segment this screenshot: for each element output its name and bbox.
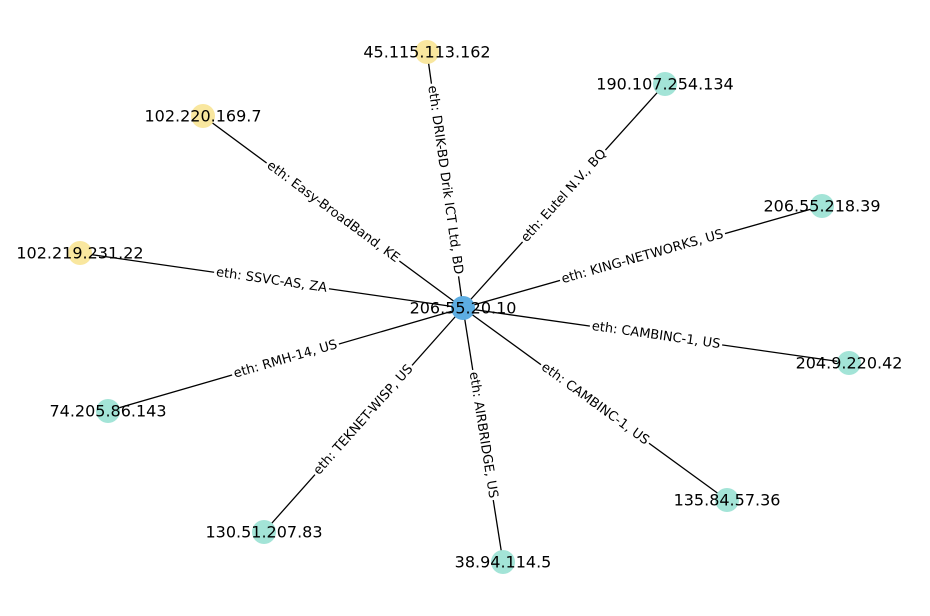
edge-label: eth: KING-NETWORKS, US: [560, 227, 725, 287]
edge-labels-layer: eth: DRIK-BD Drik ICT Ltd, BD eth: Eutel …: [212, 82, 728, 502]
edge-label-background: [423, 82, 467, 278]
edge-label-background: [516, 144, 612, 248]
edge-label: eth: Eutel N.V., BQ: [518, 147, 609, 246]
edge-label-background: [588, 317, 724, 354]
nodes-layer: [68, 40, 861, 574]
edge-label-group: eth: Easy-BroadBand, KE: [261, 156, 405, 268]
edge-label: eth: AIRBRIDGE, US: [466, 371, 501, 500]
host-node[interactable]: [653, 72, 677, 96]
host-node[interactable]: [715, 488, 739, 512]
node-labels-layer: 45.115.113.162 190.107.254.134 102.220.169…: [16, 43, 902, 572]
edge-label-group: eth: KING-NETWORKS, US: [557, 225, 728, 289]
host-node[interactable]: [96, 399, 120, 423]
edge-label-group: eth: CAMBINC-1, US: [535, 357, 655, 451]
edge-label: eth: RMH-14, US: [232, 337, 339, 381]
node-label: 45.115.113.162: [363, 43, 490, 62]
node-label: 190.107.254.134: [596, 75, 733, 94]
node-label: 38.94.114.5: [455, 553, 552, 572]
edge-label: eth: TEKNET-WISP, US: [311, 362, 417, 478]
edge-label-background: [212, 263, 331, 298]
host-node[interactable]: [415, 40, 439, 64]
node-label: 102.219.231.22: [16, 244, 143, 263]
edge-label-group: eth: SSVC-AS, ZA: [212, 263, 331, 298]
edge-label-group: eth: CAMBINC-1, US: [588, 317, 724, 354]
node-label: 204.9.220.42: [796, 354, 903, 373]
center-node-label: 206.55.20.10: [410, 299, 517, 318]
edge-label-group: eth: Eutel N.V., BQ: [516, 144, 612, 248]
edge-label-background: [535, 357, 655, 451]
edge-label-group: eth: AIRBRIDGE, US: [464, 368, 502, 502]
edge-label-group: eth: RMH-14, US: [229, 335, 342, 384]
edge-label: eth: CAMBINC-1, US: [538, 360, 652, 448]
edge-label: eth: Easy-BroadBand, KE: [264, 158, 402, 266]
host-node[interactable]: [810, 194, 834, 218]
host-node[interactable]: [191, 104, 215, 128]
host-node[interactable]: [837, 351, 861, 375]
edge-label-group: eth: DRIK-BD Drik ICT Ltd, BD: [423, 82, 467, 278]
node-label: 135.84.57.36: [674, 491, 781, 510]
edge-label-background: [464, 368, 502, 502]
edge-label: eth: DRIK-BD Drik ICT Ltd, BD: [424, 85, 465, 276]
edge-label-background: [308, 359, 419, 481]
edge-label: eth: SSVC-AS, ZA: [215, 265, 328, 296]
edge-label-group: eth: TEKNET-WISP, US: [308, 359, 419, 481]
host-node[interactable]: [68, 241, 92, 265]
host-node[interactable]: [491, 550, 515, 574]
edge-label-background: [229, 335, 342, 384]
node-label: 102.220.169.7: [144, 107, 261, 126]
host-node[interactable]: [252, 520, 276, 544]
edge-label-background: [557, 225, 728, 289]
edge-label-background: [261, 156, 405, 268]
node-label: 206.55.218.39: [763, 197, 880, 216]
node-label: 74.205.86.143: [49, 402, 166, 421]
node-label: 130.51.207.83: [205, 523, 322, 542]
edge-label: eth: CAMBINC-1, US: [591, 319, 721, 352]
center-host-node[interactable]: [451, 296, 475, 320]
